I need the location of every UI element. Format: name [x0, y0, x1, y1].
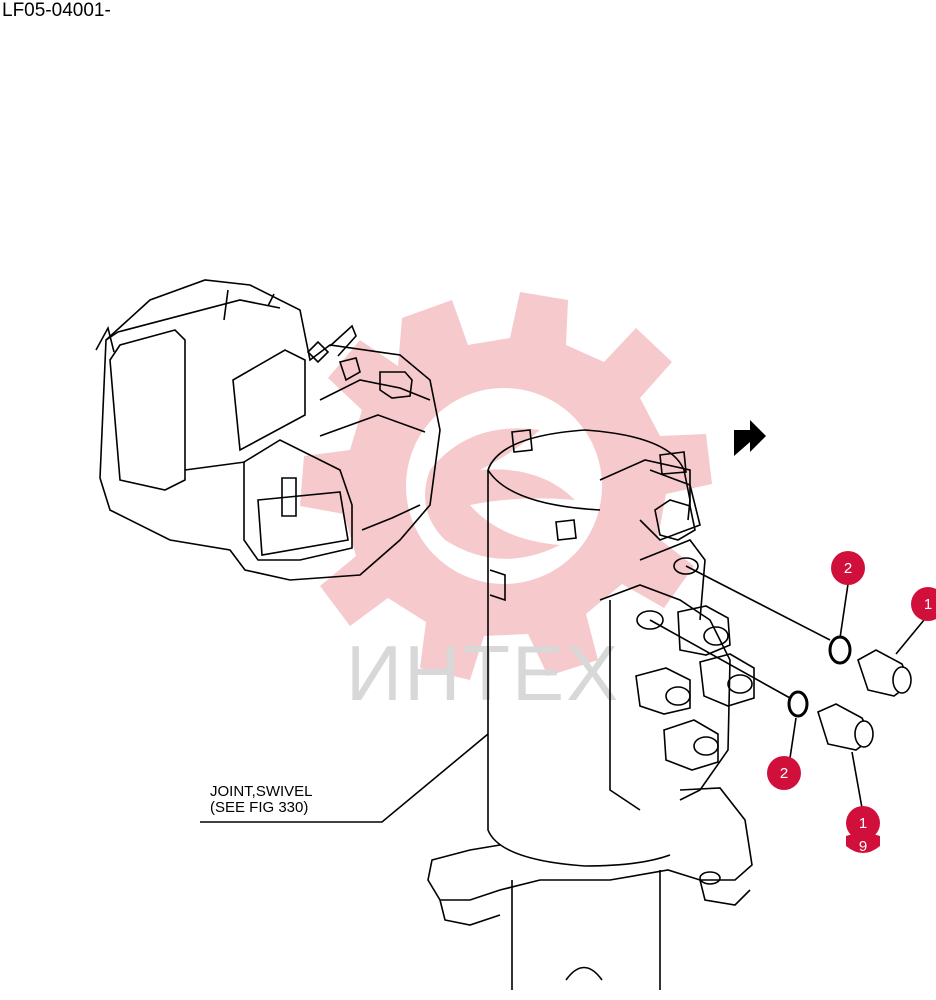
callout-item-1-lower-sub[interactable]: 9	[846, 833, 880, 855]
callout-item-2-upper[interactable]: 2	[831, 551, 865, 585]
page-code: LF05-04001-	[2, 0, 111, 21]
fitting-lower	[817, 703, 874, 751]
joint-label-line2: (SEE FIG 330)	[210, 799, 308, 816]
fitting-upper	[857, 649, 912, 697]
callout-number: 2	[780, 765, 788, 782]
o-ring-upper	[828, 635, 852, 665]
callout-item-1-lower[interactable]: 1	[846, 806, 880, 840]
callout-number: 1	[859, 815, 867, 832]
callout-sub-number: 9	[859, 838, 867, 855]
direction-arrow-icon	[734, 420, 766, 456]
leader-lines	[200, 565, 925, 823]
swivel-joint	[427, 429, 755, 990]
callout-number: 1	[924, 596, 932, 613]
callout-item-1-upper[interactable]: 1	[911, 587, 936, 621]
watermark-text: ИНТЕХ	[346, 629, 620, 717]
callout-number: 2	[844, 560, 852, 577]
callout-item-2-lower[interactable]: 2	[767, 756, 801, 790]
joint-label-line1: JOINT,SWIVEL	[210, 783, 313, 800]
o-ring-lower	[787, 690, 809, 718]
excavator-inset	[95, 279, 441, 581]
